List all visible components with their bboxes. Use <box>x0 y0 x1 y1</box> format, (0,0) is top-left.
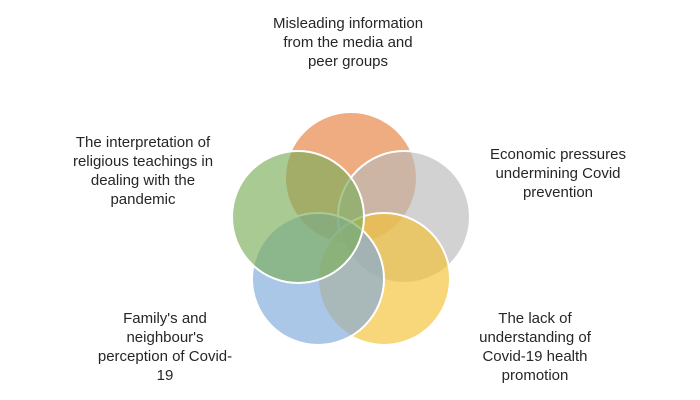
venn-circle-religious-teachings <box>231 150 365 284</box>
venn-label-family-neighbour-perception: Family's and neighbour's perception of C… <box>97 310 233 384</box>
venn-label-economic-pressures: Economic pressures undermining Covid pre… <box>490 146 626 201</box>
venn-label-misleading-information: Misleading information from the media an… <box>272 15 424 70</box>
venn-label-lack-of-understanding: The lack of understanding of Covid-19 he… <box>479 310 591 384</box>
venn-label-religious-teachings: The interpretation of religious teaching… <box>72 134 214 208</box>
